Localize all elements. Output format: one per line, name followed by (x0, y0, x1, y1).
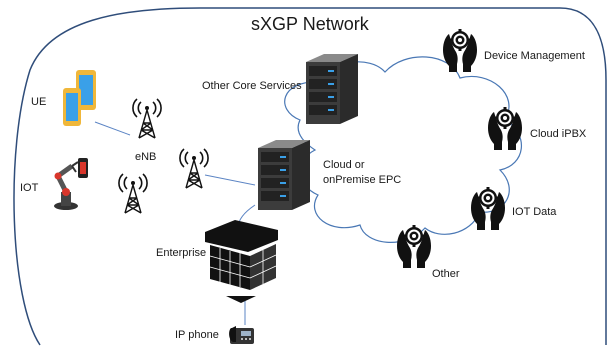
network-boundary (13, 7, 607, 346)
label-ip-phone: IP phone (175, 329, 219, 341)
ue-phones-icon (63, 70, 96, 126)
label-ue: UE (31, 96, 47, 108)
label-iot: IOT (20, 182, 39, 194)
label-enterprise: Enterprise (156, 247, 207, 259)
label-cloud-epc-line2: onPremise EPC (323, 174, 402, 186)
server-icon-core (306, 54, 358, 124)
link-enb-epc (204, 174, 256, 186)
hands-gear-icon-cloud-ipbx (488, 107, 522, 150)
label-cloud-ipbx: Cloud iPBX (530, 128, 587, 140)
desk-phone-icon (229, 326, 254, 344)
diagram-title: sXGP Network (251, 14, 369, 34)
building-icon (205, 220, 278, 303)
label-other: Other (432, 268, 460, 280)
hands-gear-icon-other (397, 225, 431, 268)
hands-gear-icon-iot-data (471, 187, 505, 230)
links (94, 121, 256, 325)
robot-arm-icon (54, 158, 88, 210)
hands-gear-icon-device-management (443, 29, 477, 72)
label-device-management: Device Management (484, 50, 585, 62)
antenna-tower-icon-1 (132, 98, 162, 139)
label-cloud-epc-line1: Cloud or (323, 159, 365, 171)
cloud-outline (284, 56, 522, 243)
server-icon-epc (258, 140, 310, 210)
label-iot-data: IOT Data (512, 206, 557, 218)
antenna-tower-icon-2 (118, 173, 148, 214)
antenna-tower-icon-3 (179, 148, 209, 189)
label-other-core-services: Other Core Services (202, 80, 302, 92)
label-enb: eNB (135, 151, 157, 163)
link-ue-enb (94, 121, 131, 136)
